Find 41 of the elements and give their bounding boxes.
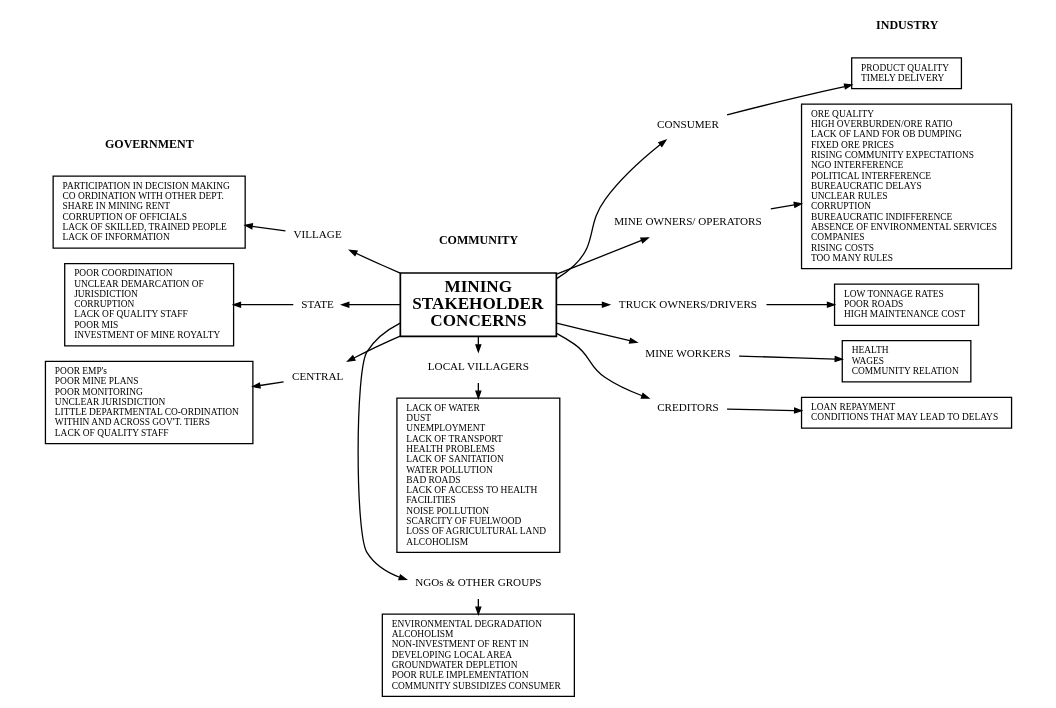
arrow [737,355,844,363]
label: COMMUNITY [438,233,518,248]
node-box: PARTICIPATION IN DECISION MAKING CO ORDINATION WITH OTHER DEPT. SHARE IN MINING RENT CORRUPTION OF OFFICIALS LACK OF SKILLED, TRAINED PEOPLE LACK OF INFORMATION [52,175,246,249]
node-box: ENVIRONMENTAL DEGRADATION ALCOHOLISM NON-INVESTMENT OF RENT IN DEVELOPING LOCAL AREA GROUNDWATER DEPLETION POOR RULE IMPLEMENTATION COMMUNITY SUBSIDIZES CONSUMER [381,613,575,698]
node-text: STATE [300,297,334,310]
label: INDUSTRY [875,18,938,33]
arrow [356,322,408,581]
node-text: NGOs & OTHER GROUPS [414,576,542,589]
arrow [555,332,650,399]
arrow [555,139,667,280]
node-box: HEALTH WAGES COMMUNITY RELATION [841,340,971,383]
node-text: MINE OWNERS/ OPERATORS [613,215,762,228]
node-text: LOCAL VILLAGERS [427,360,529,373]
arrow [769,201,803,210]
node-box: POOR EMP's POOR MINE PLANS POOR MONITORING UNCLEAR JURISDICTION LITTLE DEPARTMENTAL CO-ORDINATION WITHIN AND ACROSS GOV'T. TIERS LACK OF QUALITY STAFF [44,360,254,445]
arrow [725,83,853,116]
arrow [725,407,803,414]
node-box: ORE QUALITY HIGH OVERBURDEN/ORE RATIO LACK OF LAND FOR OB DUMPING FIXED ORE PRICES RISING COMMUNITY EXPECTATIONS NGO INTERFERENCE POLITICAL INTERFERENCE BUREAUCRATIC DELAYS UNCLEAR RULES CORRUPTION BUREAUCRATIC INDIFFERENCE ABSENCE OF ENVIRONMENTAL SERVICES COMPANIES RISING COSTS TOO MANY RULES [800,103,1012,270]
arrow [347,249,401,274]
arrow [555,322,639,344]
arrow [345,335,401,363]
node-box: LACK OF WATER DUST UNEMPLOYMENT LACK OF TRANSPORT HEALTH PROBLEMS LACK OF SANITATION WATER POLLUTION BAD ROADS LACK OF ACCESS TO HEALTH FACILITIES NOISE POLLUTION SCARCITY OF FUELWOOD LOSS OF AGRICULTURAL LAND ALCOHOLISM [395,397,560,554]
node-box: LOAN REPAYMENT CONDITIONS THAT MAY LEAD TO DELAYS [800,396,1012,429]
arrow [250,381,284,389]
node-box: PRODUCT QUALITY TIMELY DELIVERY [850,57,962,90]
arrow [231,301,294,308]
node-box: MINING STAKEHOLDER CONCERNS [399,272,557,338]
arrow [765,301,836,308]
node-text: MINE WORKERS [644,347,731,360]
node-text: CREDITORS [656,401,719,414]
arrow [242,223,286,232]
node-text: VILLAGE [293,228,342,241]
node-text: CENTRAL [291,369,343,382]
node-text: CONSUMER [656,117,719,130]
arrow [339,301,401,308]
node-box: LOW TONNAGE RATES POOR ROADS HIGH MAINTENANCE COST [833,283,979,326]
node-text: TRUCK OWNERS/DRIVERS [618,297,757,310]
node-box: POOR COORDINATION UNCLEAR DEMARCATION OF JURISDICTION CORRUPTION LACK OF QUALITY STAFF POOR MIS INVESTMENT OF MINE ROYALTY [63,262,234,347]
arrow [555,237,650,275]
label: GOVERNMENT [104,136,194,151]
arrow [555,301,611,308]
